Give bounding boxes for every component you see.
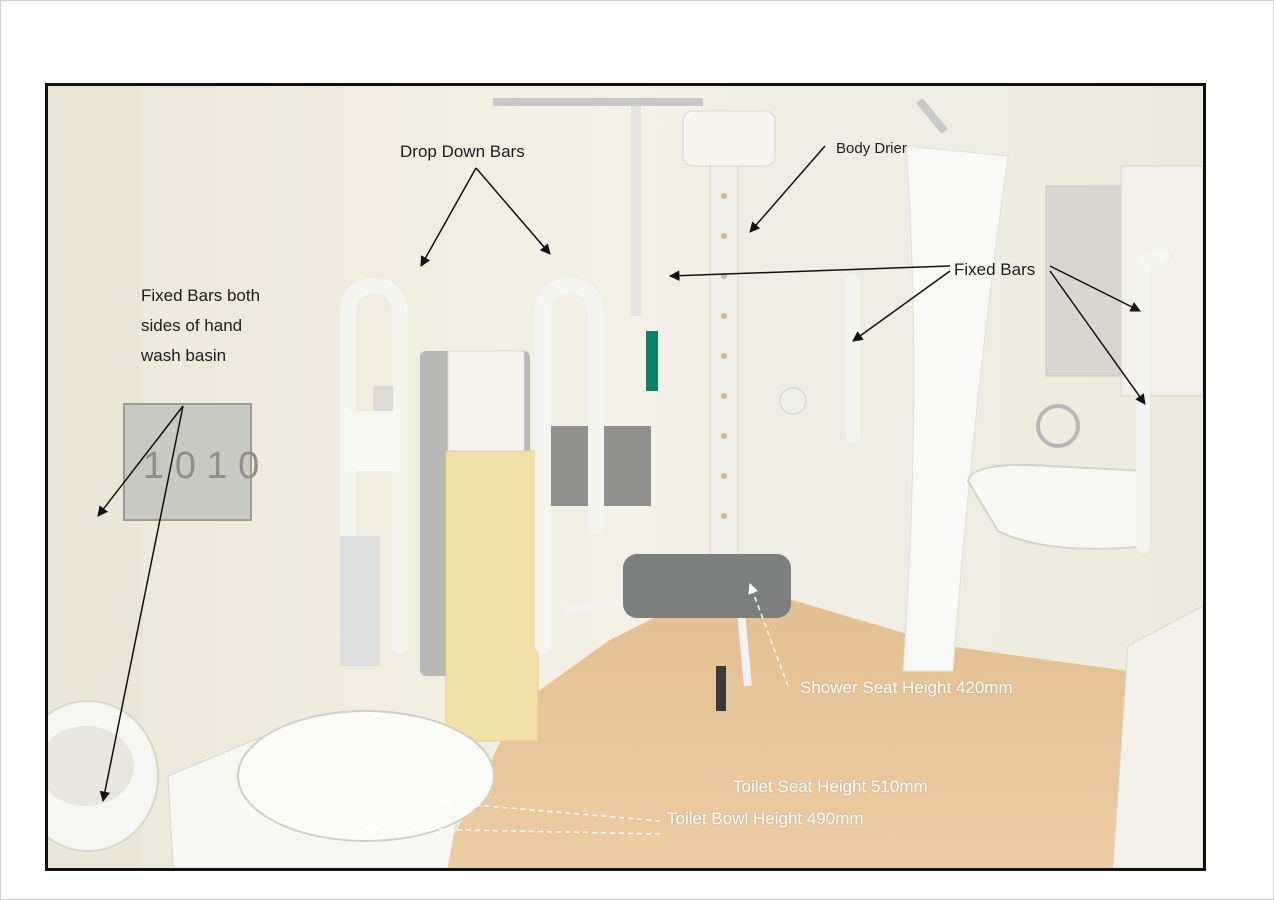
shower-seat <box>623 554 791 618</box>
arrow-basin-bar-lower <box>99 405 184 803</box>
mirror <box>1045 185 1122 377</box>
arrow-basin-bar-left <box>97 405 184 517</box>
toilet-roll <box>348 411 396 471</box>
body-drier-column <box>709 165 739 557</box>
curtain-rail-left <box>493 98 703 106</box>
toilet-roll-holder <box>373 386 393 416</box>
label-shower-seat-height: Shower Seat Height 420mm <box>800 678 1013 697</box>
svg-text:1 0 1 0: 1 0 1 0 <box>143 445 259 487</box>
fixed-bar-basin <box>1136 249 1170 553</box>
label-fixed-bars: Fixed Bars <box>954 260 1036 279</box>
left-wall <box>48 86 143 868</box>
toilet-seat <box>237 710 495 842</box>
arrow-fixed-bar-cabinet <box>1049 265 1141 312</box>
left-basin-bowl <box>48 726 134 806</box>
annotation-arrows <box>97 145 1146 835</box>
label-drop-down-bars: Drop Down Bars <box>400 142 525 161</box>
arrow-toilet-seat <box>438 797 661 822</box>
arrow-shower-seat <box>748 583 789 687</box>
drop-down-bar-left <box>340 277 408 654</box>
drop-down-bar-right <box>535 277 604 654</box>
arrow-fixed-bar-shower <box>668 265 951 281</box>
label-fixed-bars-basin-1: Fixed Bars both <box>141 286 261 305</box>
shower-curtain <box>902 145 1009 672</box>
label-fixed-bars-basin-3: wash basin <box>141 346 227 365</box>
label-toilet-seat-height: Toilet Seat Height 510mm <box>733 777 928 796</box>
label-fixed-bars-basin-2: sides of hand <box>141 316 243 335</box>
towel-ring <box>1036 404 1080 448</box>
bathroom-illustration: 1 0 1 0 <box>48 86 1203 868</box>
pull-switch <box>779 387 807 415</box>
yellow-towel <box>445 450 539 742</box>
flush-plate <box>123 403 252 521</box>
arrow-drop-down-right <box>475 167 551 255</box>
door <box>1112 605 1203 868</box>
shower-riser <box>631 106 641 316</box>
label-body-drier: Body Drier <box>836 140 907 157</box>
floor <box>438 581 1158 868</box>
arrow-body-drier <box>749 145 826 233</box>
bathroom-photo: 1 0 1 0 <box>45 83 1206 871</box>
label-toilet-bowl-height: Toilet Bowl Height 490mm <box>667 809 864 828</box>
arrow-fixed-bar-wall <box>852 270 951 342</box>
curtain-rail-right <box>916 98 948 134</box>
bar-bracket-left <box>340 536 380 666</box>
arrow-toilet-bowl <box>364 822 661 835</box>
arrow-drop-down-left <box>420 167 477 267</box>
shower-control <box>646 331 658 391</box>
seat-leg <box>716 666 726 711</box>
mirror-cabinet <box>1120 165 1203 397</box>
arrow-fixed-bar-basin <box>1049 270 1146 405</box>
